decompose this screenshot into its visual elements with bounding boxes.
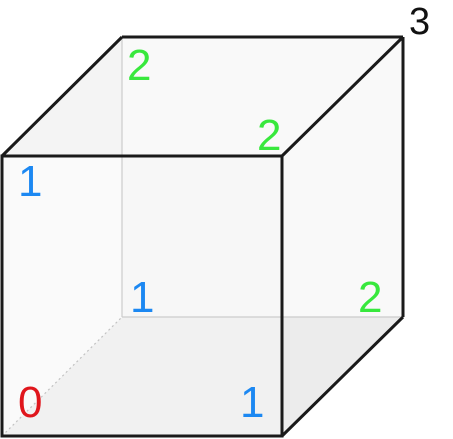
edge-top-left-diagonal bbox=[0, 35, 124, 158]
vertex-label-front-bottom-left: 0 bbox=[18, 378, 42, 427]
face-front bbox=[2, 156, 282, 436]
vertex-label-front-top-right: 2 bbox=[257, 111, 281, 160]
visible-edges bbox=[0, 35, 405, 438]
hidden-edge-diagonal bbox=[1, 316, 123, 437]
edge-bottom-right-diagonal bbox=[280, 315, 405, 438]
vertex-label-front-top-left: 1 bbox=[18, 157, 42, 206]
vertex-label-back-bottom-left: 1 bbox=[130, 273, 154, 322]
vertex-label-front-bottom-right: 1 bbox=[240, 378, 264, 427]
vertex-label-back-top-right: 3 bbox=[409, 1, 430, 43]
vertex-label-back-top-left: 2 bbox=[127, 41, 151, 90]
edge-top-right-diagonal bbox=[280, 35, 405, 158]
vertex-label-back-bottom-right: 2 bbox=[358, 273, 382, 322]
